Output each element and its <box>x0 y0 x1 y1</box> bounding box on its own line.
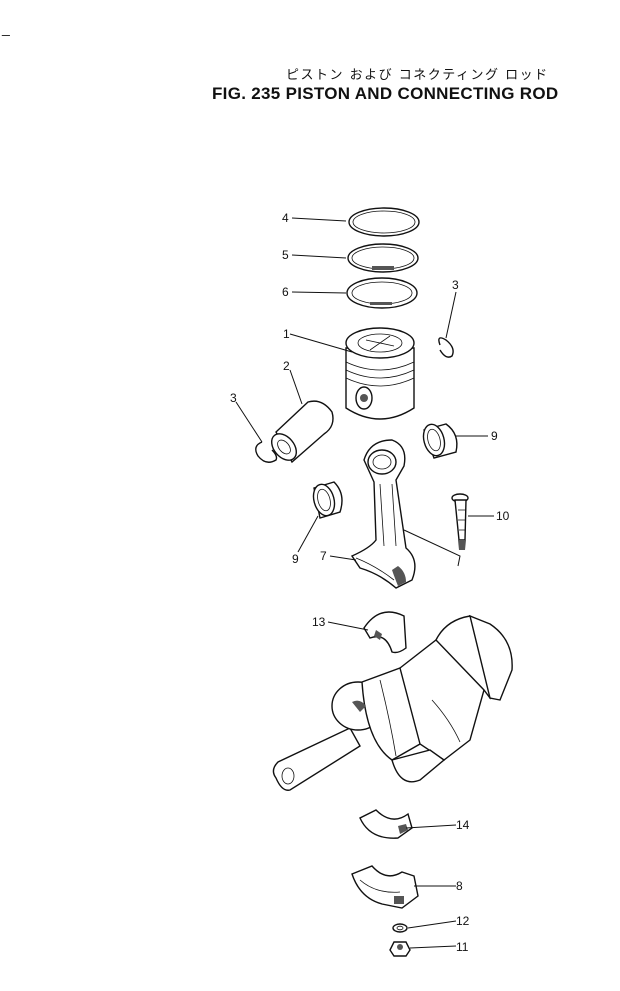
piston-ring-second <box>347 243 419 273</box>
bearing-upper-half <box>363 611 407 654</box>
piston-ring-top <box>348 207 420 237</box>
figure-title-japanese: ピストン および コネクティング ロッド <box>286 68 549 83</box>
callout-3-left: 3 <box>230 391 237 405</box>
washer <box>392 923 408 933</box>
nut <box>389 941 411 957</box>
callout-13: 13 <box>312 615 326 629</box>
callout-6: 6 <box>282 285 289 299</box>
callout-8: 8 <box>456 879 463 893</box>
callout-14: 14 <box>456 818 470 832</box>
connecting-rod-bolt <box>451 493 469 550</box>
bushing-upper <box>422 423 458 459</box>
bushing-lower <box>312 481 343 519</box>
callout-9-upper: 9 <box>491 429 498 443</box>
corner-mark: _ <box>2 20 10 36</box>
callout-4: 4 <box>282 211 289 225</box>
piston <box>345 327 415 420</box>
bearing-lower-half <box>359 809 413 839</box>
callout-10: 10 <box>496 509 510 523</box>
callout-2: 2 <box>283 359 290 373</box>
bolt-guide-line <box>403 529 461 567</box>
callout-5: 5 <box>282 248 289 262</box>
oil-ring <box>346 277 418 309</box>
callout-9-lower: 9 <box>292 552 299 566</box>
callout-1: 1 <box>283 327 290 341</box>
connecting-rod-cap <box>351 865 419 909</box>
snap-ring-left <box>255 441 278 463</box>
leader-lines <box>235 217 494 949</box>
crankshaft <box>272 614 513 791</box>
callout-3-right: 3 <box>452 278 459 292</box>
callout-7: 7 <box>320 549 327 563</box>
figure-title: FIG. 235 PISTON AND CONNECTING ROD <box>212 84 559 103</box>
snap-ring-right <box>438 337 454 358</box>
piston-pin <box>270 400 334 464</box>
callout-11: 11 <box>456 940 469 954</box>
connecting-rod <box>350 439 416 589</box>
callout-12: 12 <box>456 914 470 928</box>
